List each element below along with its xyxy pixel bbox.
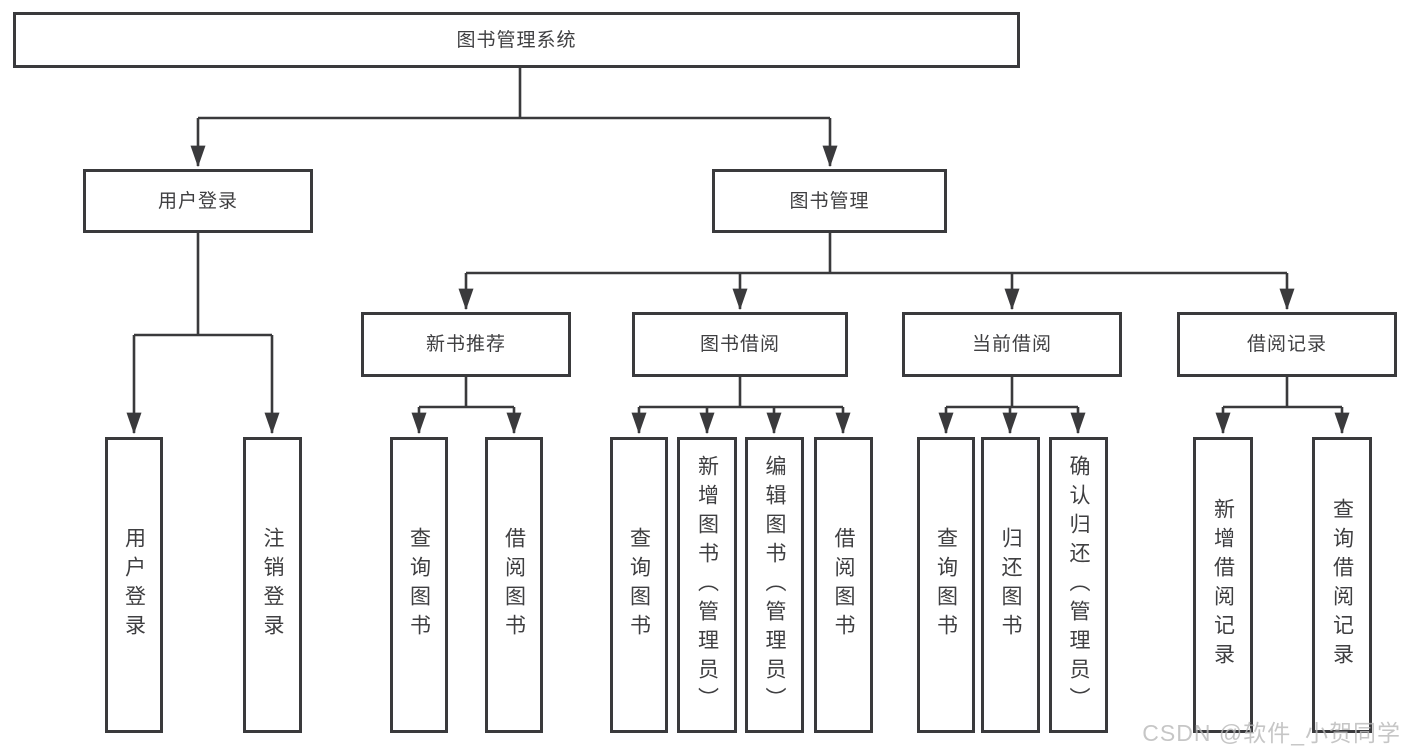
leaf-return-books: 归还图书 [981, 437, 1040, 733]
leaf-query-borrow-record: 查询借阅记录 [1312, 437, 1372, 733]
leaf-query-books-recommend: 查询图书 [390, 437, 448, 733]
csdn-watermark: CSDN @软件_小贺同学 [1142, 720, 1401, 746]
node-borrowing-records: 借阅记录 [1177, 312, 1397, 377]
leaf-borrow-books: 借阅图书 [814, 437, 873, 733]
leaf-logout: 注销登录 [243, 437, 302, 733]
leaf-borrow-books-recommend: 借阅图书 [485, 437, 543, 733]
node-book-management: 图书管理 [712, 169, 947, 233]
leaf-add-books-admin: 新增图书（管理员） [677, 437, 737, 733]
leaf-edit-books-admin: 编辑图书（管理员） [745, 437, 804, 733]
node-library-management-system: 图书管理系统 [13, 12, 1020, 68]
leaf-query-books-current: 查询图书 [917, 437, 975, 733]
leaf-add-borrow-record: 新增借阅记录 [1193, 437, 1253, 733]
leaf-confirm-return-admin: 确认归还（管理员） [1049, 437, 1108, 733]
leaf-user-login: 用户登录 [105, 437, 163, 733]
node-user-login: 用户登录 [83, 169, 313, 233]
node-book-borrowing: 图书借阅 [632, 312, 848, 377]
leaf-query-books-borrowing: 查询图书 [610, 437, 668, 733]
node-new-book-recommend: 新书推荐 [361, 312, 571, 377]
node-current-borrowing: 当前借阅 [902, 312, 1122, 377]
